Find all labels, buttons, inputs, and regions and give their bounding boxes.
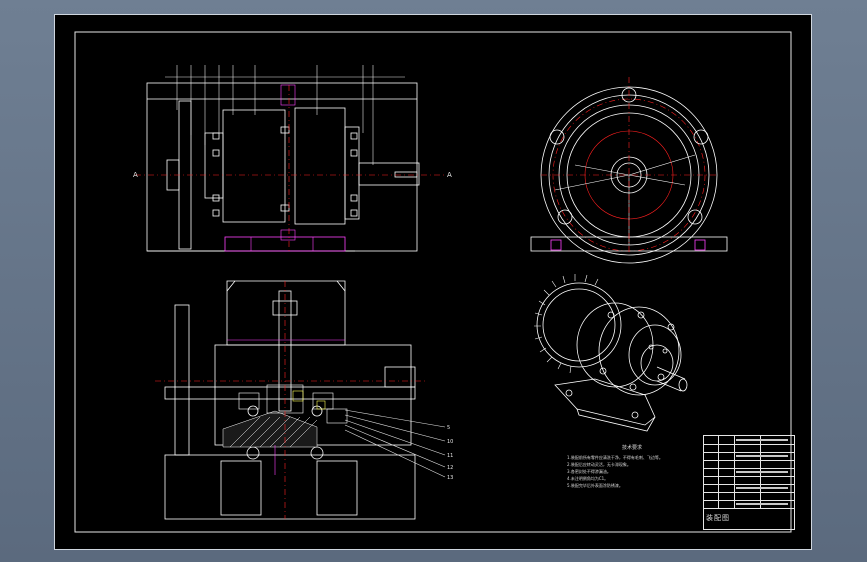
front-view-hidden bbox=[250, 84, 314, 251]
svg-text:12: 12 bbox=[447, 465, 453, 471]
drawing-sheet: A A bbox=[54, 14, 812, 550]
svg-text:11: 11 bbox=[447, 453, 453, 459]
drawing-name: 装配图 bbox=[706, 514, 730, 522]
section-leader-numbers: 5 10 11 12 13 bbox=[447, 425, 453, 481]
section-hatch bbox=[222, 410, 318, 448]
svg-text:10: 10 bbox=[447, 439, 453, 445]
axis-end-label-right: A bbox=[447, 171, 452, 179]
tech-req-line: 1.装配前所有零件应清洗干净，不得有毛刺、飞边等。 bbox=[567, 455, 663, 460]
svg-text:13: 13 bbox=[447, 475, 453, 481]
tech-req-heading: 技术要求 bbox=[621, 445, 642, 451]
axis-end-label-left: A bbox=[133, 171, 138, 179]
front-view-centerlines bbox=[135, 85, 447, 251]
technical-requirements: 技术要求 1.装配前所有零件应清洗干净，不得有毛刺、飞边等。 2.装配后应转动灵… bbox=[567, 445, 697, 489]
svg-text:5: 5 bbox=[447, 425, 450, 431]
side-view bbox=[530, 77, 728, 264]
section-centerlines bbox=[155, 281, 425, 519]
cad-drawing: A A bbox=[74, 31, 792, 533]
inner-frame bbox=[74, 31, 792, 533]
section-accent bbox=[292, 390, 326, 410]
front-view bbox=[146, 65, 420, 252]
tech-req-line: 4.未注明倒角均为C1。 bbox=[567, 476, 609, 481]
title-block: 装配图 bbox=[703, 435, 795, 530]
tech-req-line: 3.各密封处不得渗漏油。 bbox=[567, 469, 611, 474]
section-view bbox=[164, 280, 446, 520]
isometric-view bbox=[534, 274, 688, 432]
section-hidden bbox=[227, 339, 345, 475]
tech-req-line: 2.装配后应转动灵活，无卡滞现象。 bbox=[567, 462, 631, 467]
tech-req-line: 5.装配完毕后外表面涂防锈漆。 bbox=[567, 483, 623, 488]
